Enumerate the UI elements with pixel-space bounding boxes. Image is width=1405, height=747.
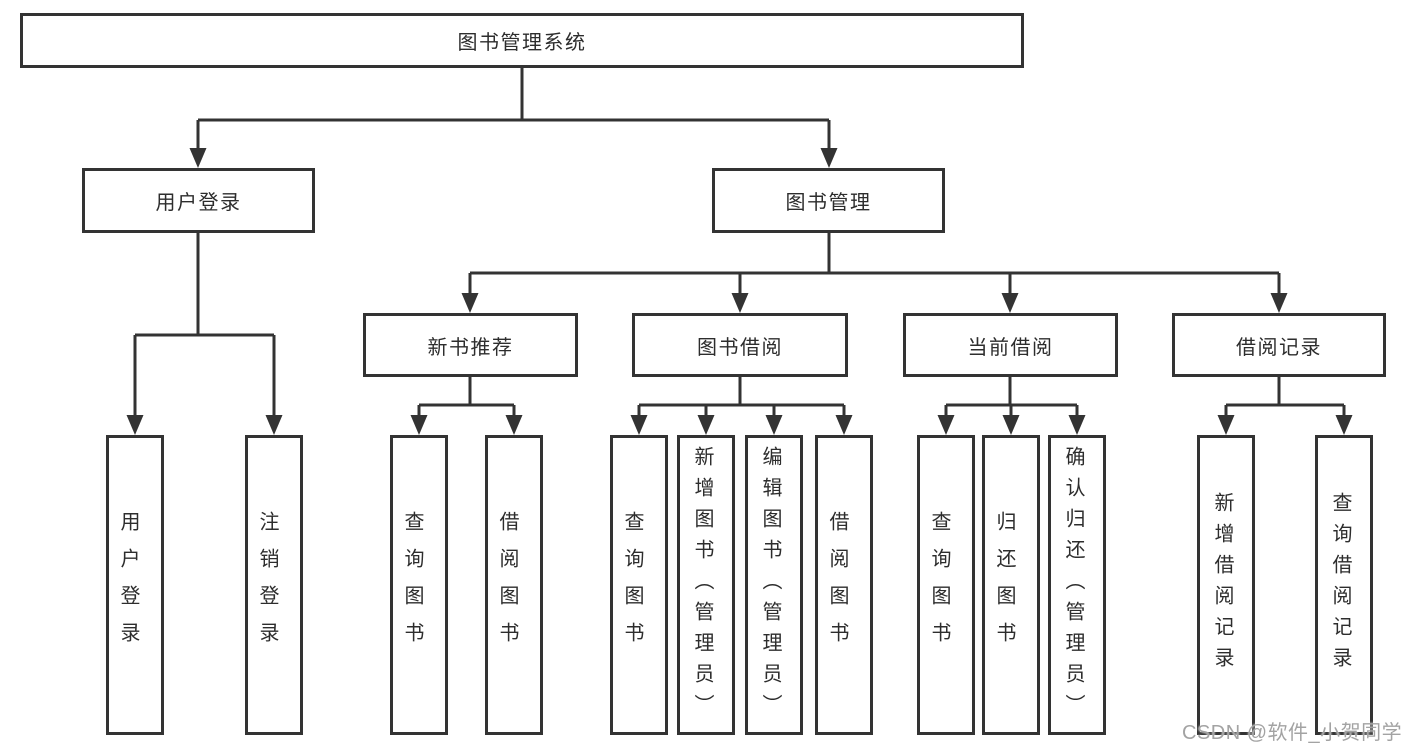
node-label: 注销登录 bbox=[256, 511, 278, 659]
csdn-watermark: CSDN @软件_小贺同学 bbox=[1182, 722, 1403, 744]
node-user-login: 用户登录 bbox=[82, 168, 315, 233]
node-label: 图书借阅 bbox=[697, 336, 783, 359]
node-label: 用户登录 bbox=[155, 192, 242, 214]
node-label: 借阅图书 bbox=[826, 511, 848, 659]
node-new-book-recommend: 新书推荐 bbox=[363, 313, 578, 377]
leaf-borrow-books: 借阅图书 bbox=[815, 435, 873, 735]
leaf-user-login: 用户登录 bbox=[106, 435, 164, 735]
node-book-borrowing: 图书借阅 bbox=[632, 313, 848, 377]
leaf-add-book-admin: 新增图书（管理员） bbox=[677, 435, 735, 735]
node-library-system-root: 图书管理系统 bbox=[20, 13, 1024, 68]
node-label: 借阅图书 bbox=[496, 511, 518, 659]
node-label: 查询图书 bbox=[401, 511, 423, 659]
node-label: 归还图书 bbox=[993, 511, 1015, 659]
leaf-query-books-recommend: 查询图书 bbox=[390, 435, 448, 735]
node-label: 查询图书 bbox=[621, 511, 643, 659]
leaf-edit-book-admin: 编辑图书（管理员） bbox=[745, 435, 803, 735]
node-label: 新增借阅记录 bbox=[1211, 492, 1233, 678]
node-label: 当前借阅 bbox=[967, 336, 1054, 359]
leaf-query-borrow-record: 查询借阅记录 bbox=[1315, 435, 1373, 735]
leaf-borrow-books-recommend: 借阅图书 bbox=[485, 435, 543, 735]
node-label: 查询图书 bbox=[928, 511, 950, 659]
node-label: 编辑图书（管理员） bbox=[759, 445, 781, 725]
node-label: 新增图书（管理员） bbox=[691, 445, 713, 725]
node-book-management: 图书管理 bbox=[712, 168, 945, 233]
leaf-add-borrow-record: 新增借阅记录 bbox=[1197, 435, 1255, 735]
leaf-query-books-borrowing: 查询图书 bbox=[610, 435, 668, 735]
node-current-borrowing: 当前借阅 bbox=[903, 313, 1118, 377]
leaf-logout: 注销登录 bbox=[245, 435, 303, 735]
node-label: 借阅记录 bbox=[1236, 336, 1322, 359]
node-borrow-records: 借阅记录 bbox=[1172, 313, 1386, 377]
node-label: 新书推荐 bbox=[427, 336, 514, 359]
node-label: 图书管理 bbox=[785, 192, 872, 214]
arrowheads bbox=[126, 148, 1353, 435]
node-label: 图书管理系统 bbox=[457, 32, 587, 54]
leaf-return-book: 归还图书 bbox=[982, 435, 1040, 735]
node-label: 用户登录 bbox=[117, 511, 139, 659]
leaf-confirm-return-admin: 确认归还（管理员） bbox=[1048, 435, 1106, 735]
node-label: 查询借阅记录 bbox=[1329, 492, 1351, 678]
leaf-query-books-current: 查询图书 bbox=[917, 435, 975, 735]
node-label: 确认归还（管理员） bbox=[1062, 445, 1084, 725]
